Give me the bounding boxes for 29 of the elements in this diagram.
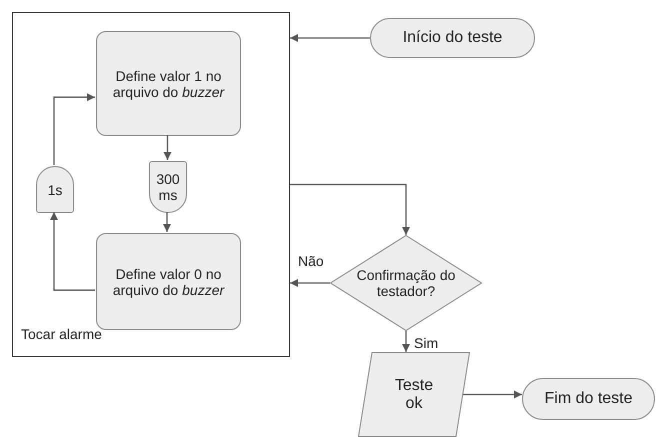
group-frame: [12, 12, 290, 357]
node-text: 300 ms: [155, 171, 181, 203]
delay-shape: [36, 166, 74, 213]
group-title: Tocar alarme: [21, 326, 102, 342]
edge-label: Sim: [412, 335, 440, 351]
arrow: [463, 390, 522, 398]
process-box: [96, 233, 241, 330]
node-text: Define valor 1 no arquivo do buzzer: [112, 68, 226, 100]
node-text: Define valor 0 no arquivo do buzzer: [112, 266, 226, 298]
process-box: [96, 31, 241, 136]
data-parallelogram: [358, 352, 470, 437]
arrow: [402, 331, 410, 352]
arrow: [53, 93, 95, 165]
node-text: 1s: [48, 182, 62, 198]
node-text: Teste ok: [394, 376, 434, 412]
terminal-shape: [370, 18, 535, 58]
arrow: [50, 212, 95, 291]
arrow: [290, 279, 330, 287]
delay-shape: [149, 161, 187, 213]
edge-label: Não: [296, 253, 326, 269]
arrow: [290, 34, 370, 42]
decision-diamond: [330, 235, 482, 331]
node-text: Confirmação do testador?: [356, 267, 456, 299]
terminal-shape: [522, 378, 655, 420]
node-text: Fim do teste: [544, 390, 633, 408]
arrow: [163, 212, 171, 232]
arrow: [290, 184, 410, 235]
node-text: Início do teste: [402, 29, 502, 47]
arrow: [164, 135, 172, 160]
